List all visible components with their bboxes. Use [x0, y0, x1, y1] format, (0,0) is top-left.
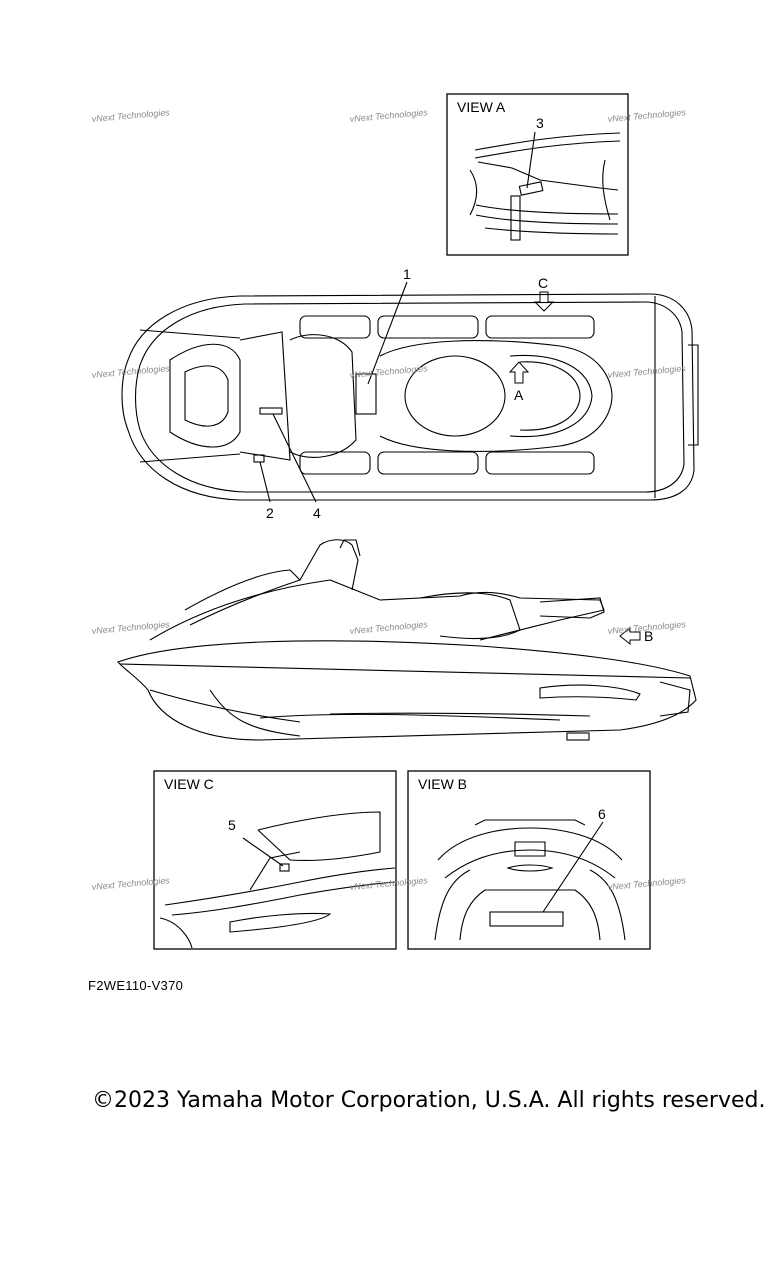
- view-a-panel: [446, 93, 629, 256]
- callout-6: 6: [598, 806, 606, 822]
- callout-2: 2: [266, 505, 274, 521]
- watermark: vNext Technologies: [349, 875, 428, 892]
- view-c-panel: [153, 770, 397, 950]
- top-view-watercraft: [121, 281, 699, 503]
- watermark: vNext Technologies: [91, 363, 170, 380]
- watermark: vNext Technologies: [91, 107, 170, 124]
- watermark: vNext Technologies: [607, 107, 686, 124]
- view-b-label: VIEW B: [418, 776, 467, 792]
- side-view-watercraft: [117, 539, 697, 741]
- arrow-label-a: A: [514, 387, 524, 403]
- callout-4: 4: [313, 505, 321, 521]
- callout-3: 3: [536, 115, 544, 131]
- view-c-label: VIEW C: [164, 776, 214, 792]
- view-a-label: VIEW A: [457, 99, 506, 115]
- watermark: vNext Technologies: [349, 363, 428, 380]
- watermark: vNext Technologies: [607, 875, 686, 892]
- arrow-label-c: C: [538, 275, 548, 291]
- callout-1: 1: [403, 266, 411, 282]
- arrow-label-b: B: [644, 628, 653, 644]
- watermark: vNext Technologies: [349, 107, 428, 124]
- watermark: vNext Technologies: [91, 619, 170, 636]
- watermark: vNext Technologies: [91, 875, 170, 892]
- callout-5: 5: [228, 817, 236, 833]
- copyright-notice: ©2023 Yamaha Motor Corporation, U.S.A. A…: [92, 1088, 766, 1113]
- watermark: vNext Technologies: [349, 619, 428, 636]
- figure-code: F2WE110-V370: [88, 978, 184, 993]
- watermark: vNext Technologies: [607, 363, 686, 380]
- view-b-panel: [407, 770, 651, 950]
